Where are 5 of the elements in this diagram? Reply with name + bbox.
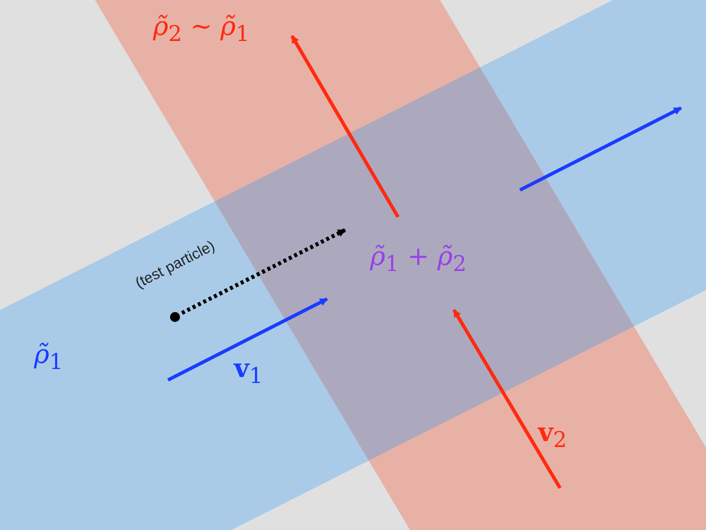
- density-label: ρ̃$_{2}$ ∼ ρ̃$_{1}$: [153, 14, 250, 46]
- velocity-label: v$_{1}$: [234, 356, 263, 388]
- density-label: ρ̃$_{1}$ + ρ̃$_{2}$: [370, 244, 466, 276]
- velocity-label: v$_{2}$: [538, 420, 567, 452]
- density-label: ρ̃$_{1}$: [34, 342, 64, 374]
